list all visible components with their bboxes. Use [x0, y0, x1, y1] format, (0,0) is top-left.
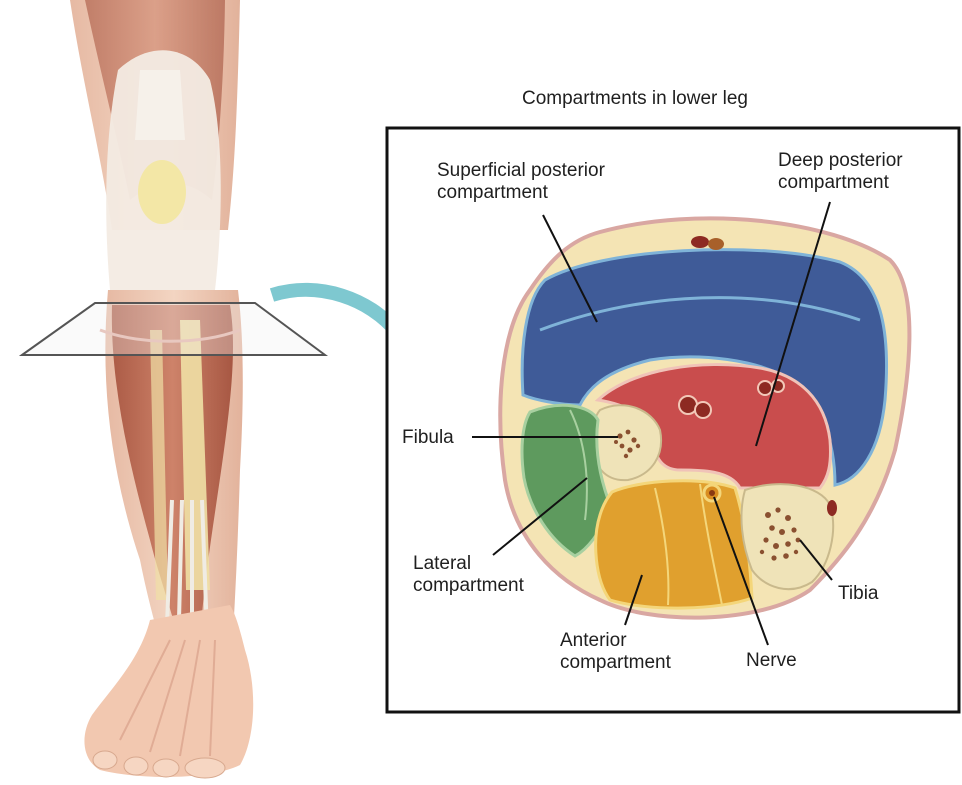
- label-line: Deep posterior: [778, 150, 903, 172]
- nerve-bundle: [709, 490, 715, 496]
- label-line: Superficial posterior: [437, 160, 605, 182]
- label-line: Anterior: [560, 630, 671, 652]
- superficial-vein: [827, 500, 837, 516]
- superficial-vein: [708, 238, 724, 250]
- vessel: [695, 402, 711, 418]
- tibia-bone: [741, 484, 833, 589]
- toe: [185, 758, 225, 778]
- patella: [138, 160, 186, 224]
- diagram-title: Compartments in lower leg: [522, 88, 748, 110]
- label-anterior: Anterior compartment: [560, 630, 671, 674]
- label-fibula: Fibula: [402, 427, 454, 449]
- quad-tendon: [135, 70, 185, 140]
- label-line: compartment: [437, 182, 605, 204]
- cross-section-plane: [22, 303, 325, 355]
- label-line: compartment: [778, 172, 903, 194]
- toe: [124, 757, 148, 775]
- fibula-bone: [592, 405, 661, 480]
- label-line: Lateral: [413, 553, 524, 575]
- leg-illustration: [22, 0, 325, 778]
- toe: [153, 759, 179, 777]
- label-superficial-posterior: Superficial posterior compartment: [437, 160, 605, 204]
- label-lateral: Lateral compartment: [413, 553, 524, 597]
- label-nerve: Nerve: [746, 650, 797, 672]
- toe: [93, 751, 117, 769]
- superficial-vein: [691, 236, 709, 248]
- label-line: compartment: [560, 652, 671, 674]
- vessel: [758, 381, 772, 395]
- label-tibia: Tibia: [838, 583, 878, 605]
- label-deep-posterior: Deep posterior compartment: [778, 150, 903, 194]
- label-line: compartment: [413, 575, 524, 597]
- anterior-compartment: [596, 481, 752, 608]
